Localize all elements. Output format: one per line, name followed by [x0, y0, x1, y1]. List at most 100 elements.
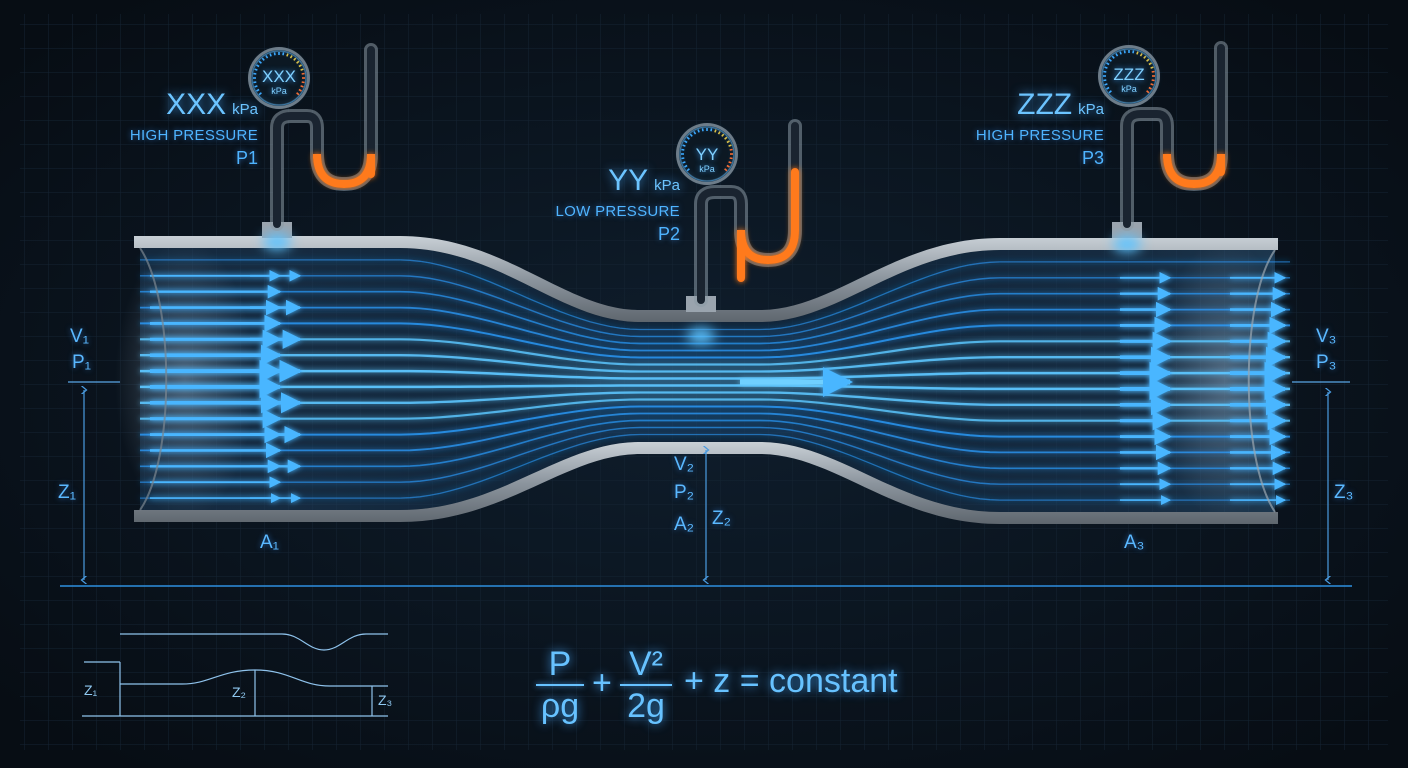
gauge-tick [729, 157, 733, 160]
streamline [140, 384, 1290, 391]
streamline [140, 391, 1290, 406]
readout-p3-caption: HIGH PRESSURE [975, 127, 1104, 144]
gauge-tick [1106, 62, 1110, 66]
gauge-tick [254, 68, 258, 71]
gauge-tick [693, 131, 697, 135]
readout-p3-point: P3 [1081, 148, 1104, 168]
gauge-tick [269, 53, 272, 57]
gauge-tick [1111, 55, 1115, 59]
streamline [140, 412, 1290, 454]
throat-pressure-label: P₂ [674, 482, 695, 503]
gauge-tick [300, 68, 304, 71]
mini-z3-label: Z₃ [378, 692, 393, 708]
gauge-tick [1148, 62, 1152, 66]
pressure-gauge [248, 47, 310, 109]
readout-p2-point: P2 [657, 224, 680, 244]
gauge-tick [1104, 83, 1108, 86]
inlet-pressure-label: P₁ [72, 352, 92, 373]
gauge-tick [282, 52, 285, 56]
gauge-tick [714, 129, 717, 133]
tap-2-glow [687, 328, 715, 344]
gauge-tick [1146, 90, 1150, 94]
inlet-area-label: A₁ [260, 532, 280, 553]
streamline [140, 259, 1290, 331]
inlet-height-label: Z₁ [58, 482, 77, 503]
manometer-fluid-u [737, 168, 799, 282]
gauge-tick [253, 72, 257, 75]
streamline [140, 290, 1290, 345]
gauge-tick [697, 129, 700, 133]
equation-plus-1: + [592, 664, 612, 702]
gauge-tick [1104, 66, 1108, 69]
streamline [140, 369, 1290, 380]
streamline [140, 419, 1290, 470]
gauge-tick [1150, 66, 1154, 69]
readout-p1-point: P1 [235, 148, 258, 168]
gauge-tick [728, 144, 732, 147]
gauge-tick [710, 128, 713, 132]
streamline [140, 275, 1290, 338]
tap-1-glow [263, 234, 291, 250]
gauge-tick [681, 148, 685, 151]
gauge-glow-ring [679, 126, 735, 182]
streamlines [140, 259, 1290, 501]
gauge-tick [724, 168, 728, 172]
readout-p2-caption: LOW PRESSURE [555, 203, 680, 220]
gauge-tick [273, 52, 276, 56]
gauge-tick [717, 131, 721, 135]
gauge-tick [689, 133, 693, 137]
mini-top-line [120, 633, 388, 651]
mini-schematic [82, 633, 388, 717]
gauge-tick [289, 55, 293, 59]
gauge-tick [1106, 86, 1110, 90]
fluid-region [140, 248, 1275, 512]
outlet-velocity-label: V₃ [1316, 326, 1337, 347]
streamline [140, 322, 1290, 359]
gauge-tick [729, 148, 733, 151]
pressure-gauge [676, 123, 738, 185]
gauge-tick [728, 161, 732, 164]
gauge-tick [684, 140, 688, 144]
throat-velocity-label: V₂ [674, 454, 695, 475]
gauge-tick [286, 53, 289, 57]
inlet-mist [115, 240, 255, 520]
manometers [270, 41, 1228, 307]
manometer [270, 43, 378, 231]
gauge-tick [726, 140, 730, 144]
gauge-tick [681, 157, 685, 160]
gauge-tick [256, 64, 260, 68]
gauge-tick [1139, 53, 1143, 57]
gauge-tick [258, 60, 262, 64]
gauge-tick [254, 85, 258, 88]
pressure-gauge [1098, 45, 1160, 107]
gauge-tick [686, 136, 690, 140]
gauge-tick [1143, 55, 1147, 59]
gauge-tick [682, 144, 686, 147]
gauge-tick [684, 164, 688, 168]
gauge-tick [296, 60, 300, 64]
gauge-tick [296, 92, 300, 96]
gauge-tick [1115, 53, 1119, 57]
mini-z1-label: Z₁ [84, 682, 98, 698]
gauge-tick [1151, 79, 1155, 82]
inlet-rim [139, 247, 168, 511]
manometer [694, 119, 802, 307]
flow-arrows [150, 269, 1288, 506]
gauge-glow-ring [251, 50, 307, 106]
manometer [1120, 41, 1228, 231]
throat-area-label: A₂ [674, 514, 695, 535]
outlet-mist [1155, 240, 1295, 520]
gauge-tick [1103, 70, 1107, 73]
gauge-tick [298, 88, 302, 92]
gauge-tick [1108, 90, 1112, 94]
gauge-tick [1148, 86, 1152, 90]
gauge-tick [1150, 83, 1154, 86]
streamline [140, 338, 1290, 366]
